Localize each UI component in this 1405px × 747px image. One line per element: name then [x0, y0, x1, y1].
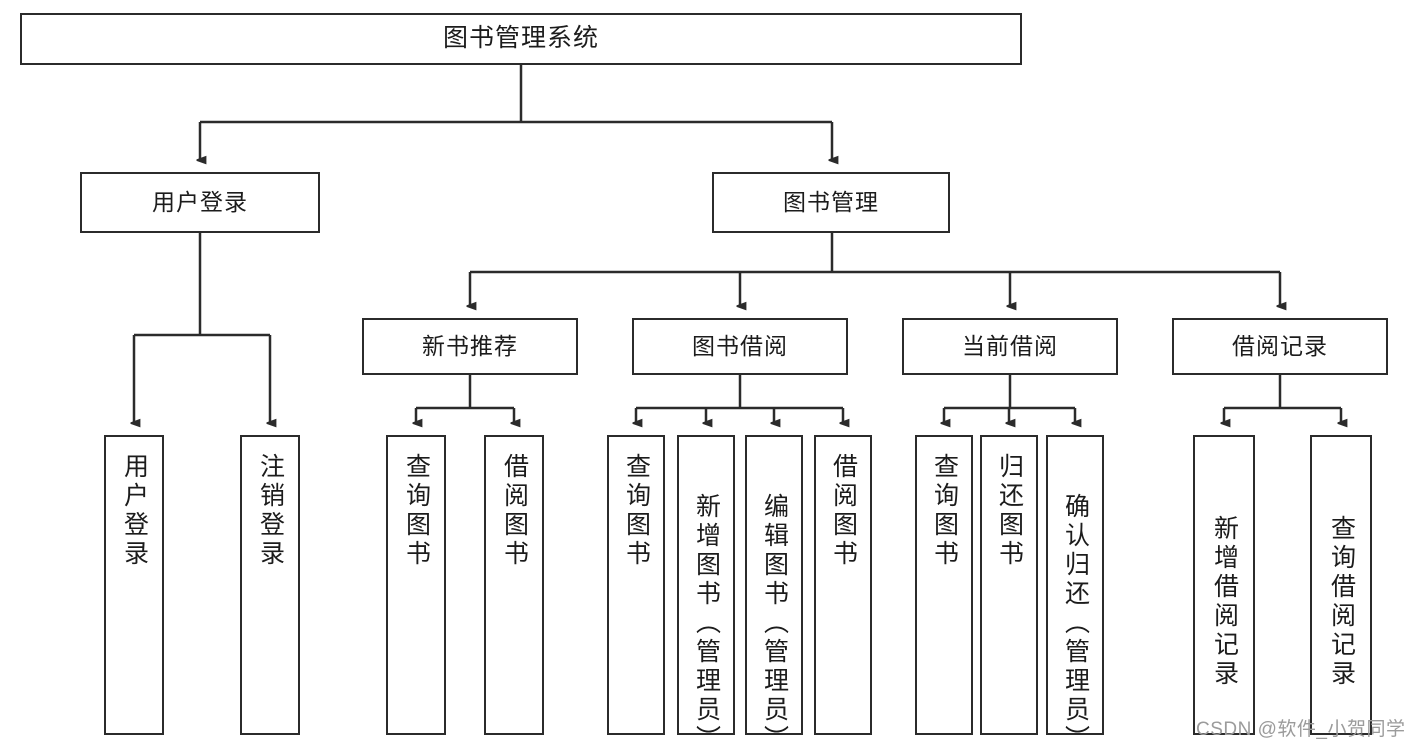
node-leaf-7[interactable]: 借阅图书: [814, 435, 872, 735]
node-leaf-0[interactable]: 用户登录: [104, 435, 164, 735]
node-label: 借阅图书: [829, 453, 858, 569]
node-label: 编辑图书（管理员）: [760, 493, 789, 747]
node-label: 用户登录: [152, 188, 248, 215]
node-level2-3[interactable]: 借阅记录: [1172, 318, 1388, 375]
node-leaf-2[interactable]: 查询图书: [386, 435, 446, 735]
node-label: 查询借阅记录: [1327, 515, 1356, 689]
node-level1-1[interactable]: 图书管理: [712, 172, 950, 233]
node-label: 查询图书: [930, 453, 959, 569]
node-label: 查询图书: [622, 453, 651, 569]
node-leaf-12[interactable]: 查询借阅记录: [1310, 435, 1372, 735]
node-level2-1[interactable]: 图书借阅: [632, 318, 848, 375]
node-label: 新增图书（管理员）: [692, 493, 721, 747]
node-leaf-4[interactable]: 查询图书: [607, 435, 665, 735]
node-leaf-11[interactable]: 新增借阅记录: [1193, 435, 1255, 735]
node-leaf-6[interactable]: 编辑图书（管理员）: [745, 435, 803, 747]
node-leaf-3[interactable]: 借阅图书: [484, 435, 544, 735]
node-root[interactable]: 图书管理系统: [20, 13, 1022, 65]
node-label: 用户登录: [120, 453, 149, 569]
node-label: 注销登录: [256, 453, 285, 569]
node-level1-0[interactable]: 用户登录: [80, 172, 320, 233]
node-leaf-5[interactable]: 新增图书（管理员）: [677, 435, 735, 747]
node-leaf-8[interactable]: 查询图书: [915, 435, 973, 735]
node-label: 新增借阅记录: [1210, 515, 1239, 689]
node-label: 图书借阅: [692, 332, 788, 359]
node-leaf-10[interactable]: 确认归还（管理员）: [1046, 435, 1104, 747]
csdn-watermark: CSDN @软件_小贺同学: [1196, 719, 1405, 740]
node-label: 查询图书: [402, 453, 431, 569]
node-label: 归还图书: [995, 453, 1024, 569]
node-label: 新书推荐: [422, 332, 518, 359]
node-label: 当前借阅: [962, 332, 1058, 359]
node-label: 图书管理系统: [442, 24, 599, 53]
node-leaf-1[interactable]: 注销登录: [240, 435, 300, 735]
node-label: 确认归还（管理员）: [1061, 493, 1090, 747]
node-label: 借阅图书: [500, 453, 529, 569]
node-leaf-9[interactable]: 归还图书: [980, 435, 1038, 735]
node-level2-2[interactable]: 当前借阅: [902, 318, 1118, 375]
node-label: 借阅记录: [1232, 332, 1328, 359]
node-level2-0[interactable]: 新书推荐: [362, 318, 578, 375]
node-label: 图书管理: [783, 188, 879, 215]
